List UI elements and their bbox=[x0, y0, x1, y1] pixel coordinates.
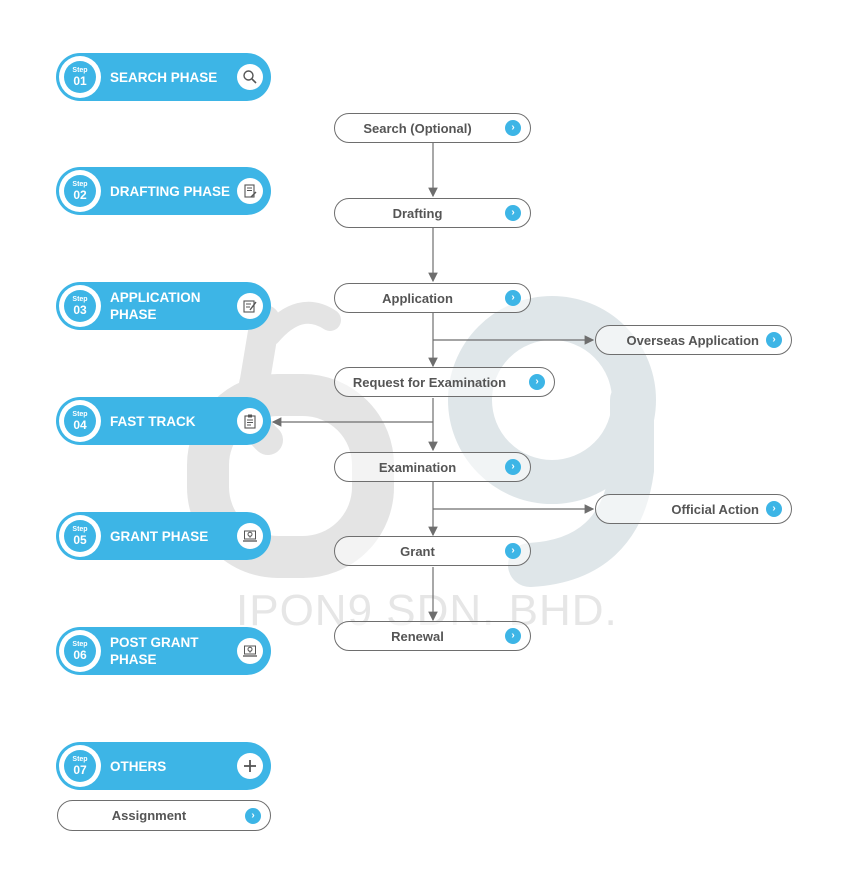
node-examination[interactable]: Examination › bbox=[334, 452, 531, 482]
step-badge: Step 04 bbox=[59, 400, 101, 442]
step-title: APPLICATION PHASE bbox=[110, 290, 201, 322]
step-badge: Step 06 bbox=[59, 630, 101, 672]
chevron-right-icon[interactable]: › bbox=[505, 543, 521, 559]
node-label: Search (Optional) bbox=[363, 120, 472, 136]
step-title: OTHERS bbox=[110, 758, 167, 774]
node-label: Overseas Application bbox=[626, 332, 759, 348]
step-number: 01 bbox=[73, 74, 87, 88]
node-label: Renewal bbox=[391, 628, 444, 644]
step-badge: Step 07 bbox=[59, 745, 101, 787]
step-02-drafting-phase[interactable]: Step 02 DRAFTING PHASE bbox=[56, 167, 271, 215]
chevron-right-icon[interactable]: › bbox=[505, 628, 521, 644]
chevron-right-icon[interactable]: › bbox=[766, 332, 782, 348]
step-04-fast-track[interactable]: Step 04 FAST TRACK bbox=[56, 397, 271, 445]
node-application[interactable]: Application › bbox=[334, 283, 531, 313]
step-number: 03 bbox=[73, 303, 87, 317]
step-word: Step bbox=[72, 641, 88, 648]
lightbulb-laptop-icon bbox=[237, 638, 263, 664]
chevron-right-icon[interactable]: › bbox=[529, 374, 545, 390]
step-number: 07 bbox=[73, 763, 87, 777]
step-badge: Step 02 bbox=[59, 170, 101, 212]
step-title: POST GRANT PHASE bbox=[110, 635, 199, 667]
step-number: 04 bbox=[73, 418, 87, 432]
step-word: Step bbox=[72, 526, 88, 533]
document-pen-icon bbox=[237, 178, 263, 204]
edit-form-icon bbox=[237, 293, 263, 319]
step-number: 02 bbox=[73, 188, 87, 202]
step-word: Step bbox=[72, 181, 88, 188]
node-label: Official Action bbox=[671, 501, 759, 517]
step-badge: Step 01 bbox=[59, 56, 101, 98]
node-assignment[interactable]: Assignment › bbox=[57, 800, 271, 831]
step-title: DRAFTING PHASE bbox=[110, 183, 231, 199]
step-title: GRANT PHASE bbox=[110, 528, 209, 544]
clipboard-icon bbox=[237, 408, 263, 434]
node-label: Assignment bbox=[111, 808, 187, 823]
chevron-right-icon[interactable]: › bbox=[505, 120, 521, 136]
node-grant[interactable]: Grant › bbox=[334, 536, 531, 566]
step-06-post-grant-phase[interactable]: Step 06 POST GRANT PHASE bbox=[56, 627, 271, 675]
node-label: Request for Examination bbox=[352, 374, 507, 390]
node-label: Grant bbox=[400, 543, 435, 559]
step-badge: Step 03 bbox=[59, 285, 101, 327]
plus-icon[interactable] bbox=[237, 753, 263, 779]
lightbulb-laptop-icon bbox=[237, 523, 263, 549]
chevron-right-icon[interactable]: › bbox=[505, 205, 521, 221]
node-renewal[interactable]: Renewal › bbox=[334, 621, 531, 651]
step-number: 05 bbox=[73, 533, 87, 547]
step-01-search-phase[interactable]: Step 01 SEARCH PHASE bbox=[56, 53, 271, 101]
chevron-right-icon[interactable]: › bbox=[505, 290, 521, 306]
node-label: Drafting bbox=[392, 205, 443, 221]
step-number: 06 bbox=[73, 648, 87, 662]
chevron-right-icon[interactable]: › bbox=[245, 808, 261, 824]
step-word: Step bbox=[72, 756, 88, 763]
step-title: FAST TRACK bbox=[110, 413, 196, 429]
step-word: Step bbox=[72, 411, 88, 418]
step-badge: Step 05 bbox=[59, 515, 101, 557]
step-title: SEARCH PHASE bbox=[110, 69, 218, 85]
node-search[interactable]: Search (Optional) › bbox=[334, 113, 531, 143]
chevron-right-icon[interactable]: › bbox=[505, 459, 521, 475]
node-label: Application bbox=[382, 290, 453, 306]
search-icon bbox=[237, 64, 263, 90]
node-request-examination[interactable]: Request for Examination › bbox=[334, 367, 555, 397]
step-word: Step bbox=[72, 296, 88, 303]
node-label: Examination bbox=[378, 459, 457, 475]
chevron-right-icon[interactable]: › bbox=[766, 501, 782, 517]
step-03-application-phase[interactable]: Step 03 APPLICATION PHASE bbox=[56, 282, 271, 330]
node-drafting[interactable]: Drafting › bbox=[334, 198, 531, 228]
node-overseas-application[interactable]: Overseas Application › bbox=[595, 325, 792, 355]
step-word: Step bbox=[72, 67, 88, 74]
step-07-others[interactable]: Step 07 OTHERS bbox=[56, 742, 271, 790]
step-05-grant-phase[interactable]: Step 05 GRANT PHASE bbox=[56, 512, 271, 560]
node-official-action[interactable]: Official Action › bbox=[595, 494, 792, 524]
